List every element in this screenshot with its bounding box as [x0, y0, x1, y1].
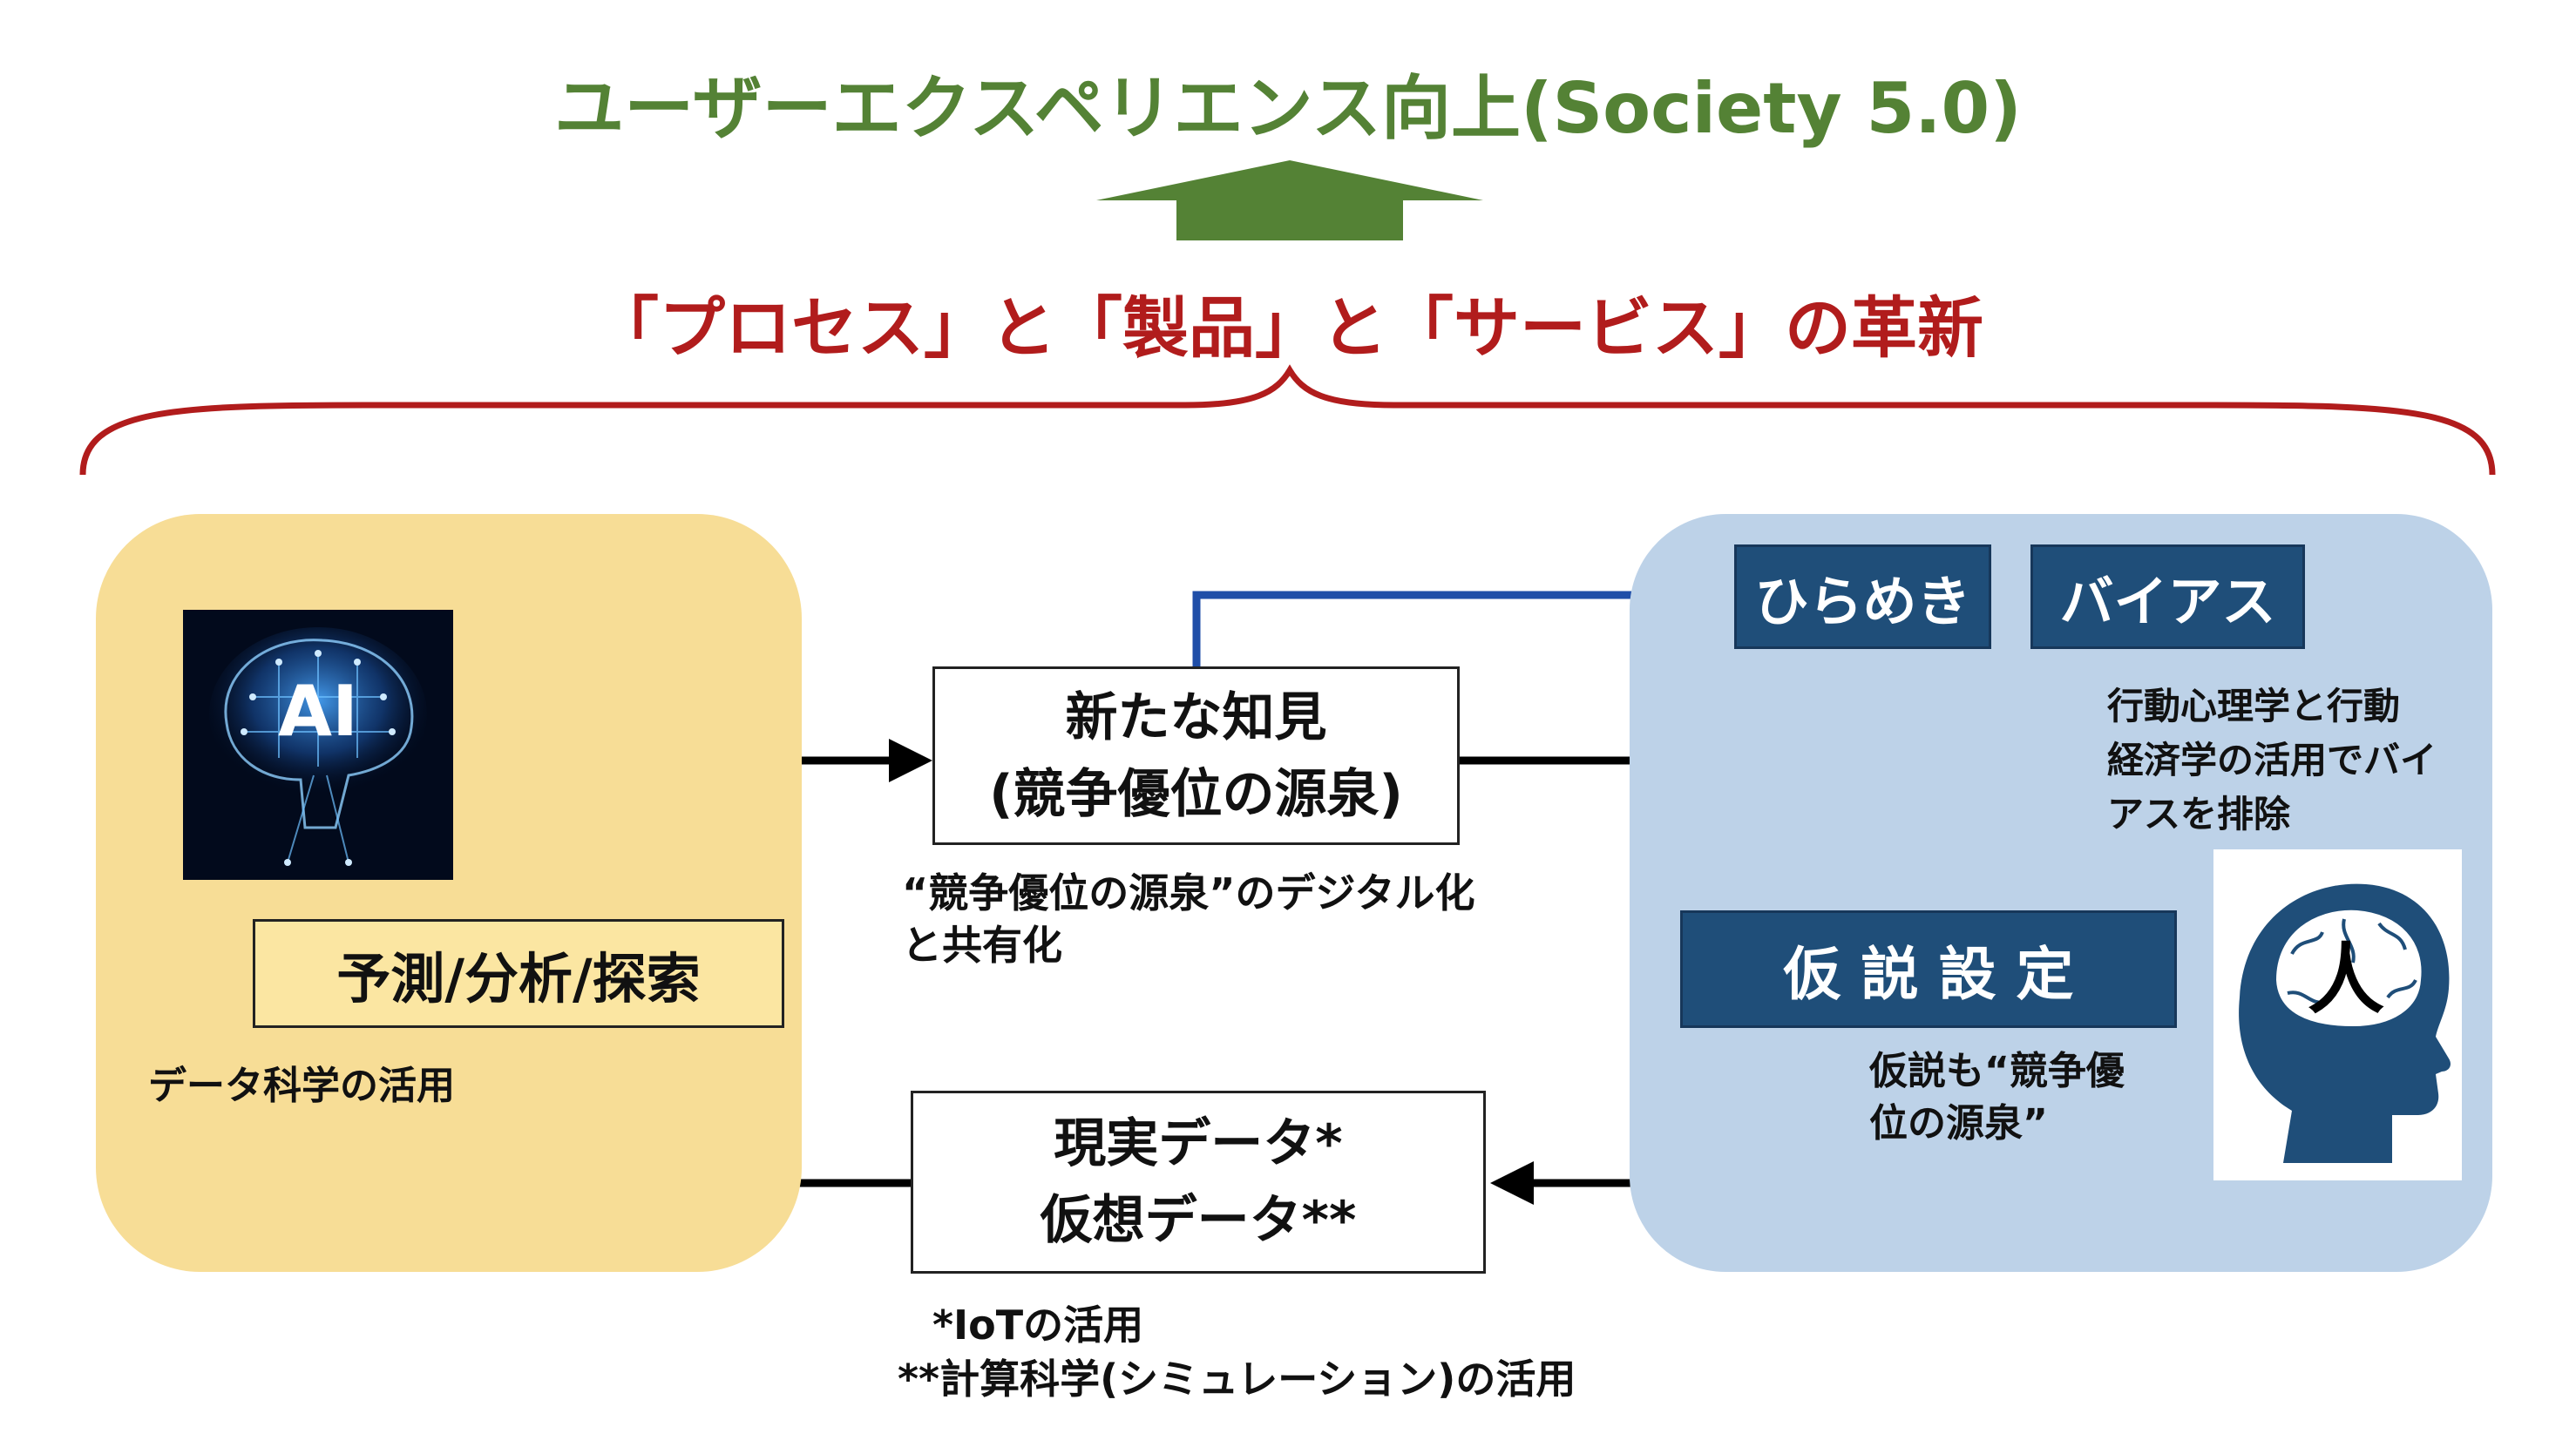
- data-note-line-2: **計算科学(シミュレーション)の活用: [898, 1356, 1576, 1403]
- hypothesis-label: 仮 説 設 定: [1783, 940, 2074, 1008]
- knowledge-note: “競争優位の源泉”のデジタル化 と共有化: [902, 867, 1475, 971]
- knowledge-line-2: (競争優位の源泉): [989, 763, 1403, 825]
- data-line-2: 仮想データ**: [1040, 1190, 1357, 1251]
- human-label: 人: [2308, 935, 2384, 1024]
- predict-box-label: 予測/分析/探索: [336, 946, 701, 1011]
- hypothesis-note-line-2: 位の源泉”: [1869, 1101, 2048, 1146]
- bias-label: バイアス: [2059, 570, 2276, 633]
- bias-note-line-1: 行動心理学と行動: [2107, 685, 2401, 727]
- predict-analyze-explore-box: 予測/分析/探索: [253, 919, 784, 1028]
- bias-note: 行動心理学と行動 経済学の活用でバイ アスを排除: [2107, 680, 2437, 842]
- page-subtitle: 「プロセス」と「製品」と「サービス」の革新: [593, 289, 1983, 367]
- up-arrow-shaft: [1176, 199, 1403, 240]
- arrowhead-knowledge: [889, 739, 932, 782]
- arrow-knowledge-to-inspiration: [1192, 591, 1695, 666]
- new-knowledge-box: 新たな知見 (競争優位の源泉): [932, 666, 1460, 845]
- bias-box: バイアス: [2030, 544, 2305, 649]
- bias-note-line-3: アスを排除: [2107, 793, 2291, 835]
- real-virtual-data-box: 現実データ* 仮想データ**: [911, 1091, 1486, 1274]
- arrowhead-data: [1490, 1161, 1534, 1205]
- page-title: ユーザーエクスペリエンス向上(Society 5.0): [554, 68, 2022, 149]
- data-note-line-1: *IoTの活用: [932, 1302, 1144, 1349]
- bias-note-line-2: 経済学の活用でバイ: [2107, 739, 2437, 781]
- human-head-image: 人: [2213, 849, 2462, 1180]
- brain-circuit-icon: [183, 610, 453, 880]
- data-line-1: 現実データ*: [1054, 1113, 1343, 1174]
- inspiration-box: ひらめき: [1734, 544, 1991, 649]
- ai-brain-image: AI: [183, 610, 453, 880]
- data-science-note: データ科学の活用: [148, 1064, 455, 1108]
- ai-label: AI: [278, 671, 358, 752]
- inspiration-label: ひらめき: [1754, 570, 1971, 633]
- up-arrow: [1096, 160, 1483, 200]
- knowledge-note-line-2: と共有化: [902, 922, 1062, 969]
- human-brain-icon: 人: [2239, 883, 2451, 1163]
- hypothesis-note: 仮説も“競争優 位の源泉”: [1869, 1045, 2125, 1150]
- hypothesis-note-line-1: 仮説も“競争優: [1869, 1049, 2125, 1093]
- knowledge-note-line-1: “競争優位の源泉”のデジタル化: [902, 869, 1475, 916]
- hypothesis-box: 仮 説 設 定: [1680, 910, 2177, 1028]
- data-note: *IoTの活用 **計算科学(シミュレーション)の活用: [898, 1298, 1576, 1406]
- knowledge-line-1: 新たな知見: [1065, 686, 1327, 748]
- curly-brace: [79, 364, 2496, 476]
